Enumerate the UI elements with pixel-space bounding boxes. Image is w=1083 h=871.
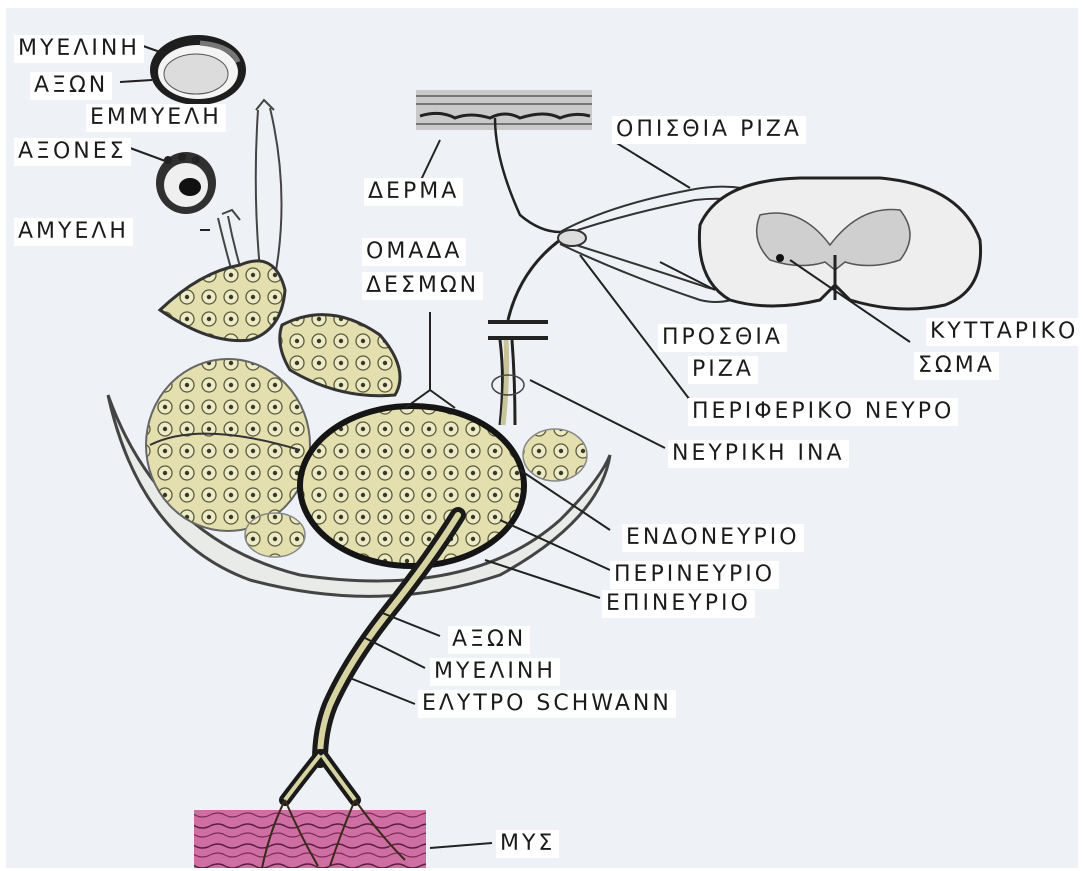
label-cell-body-1: ΚΥΤΤΑΡΙΚΟ [926,318,1082,346]
label-schwann-sheath: ΕΛΥΤΡΟ SCHWANN [418,690,676,718]
spinal-cord-section [699,178,980,309]
label-perineurium: ΠΕΡΙΝΕΥΡΙΟ [610,561,779,589]
label-myelin-fiber: ΜΥΕΛΙΝΗ [430,658,560,686]
label-anterior-root-1: ΠΡΟΣΘΙΑ [658,324,787,352]
label-skin: ΔΕΡΜΑ [364,178,463,206]
label-peripheral-nerve: ΠΕΡΙΦΕΡΙΚΟ ΝΕΥΡΟ [688,398,958,426]
label-fascicle-group-2: ΔΕΣΜΩΝ [362,272,483,300]
label-posterior-root: ΟΠΙΣΘΙΑ ΡΙΖΑ [612,116,806,144]
label-anterior-root-2: ΡΙΖΑ [688,356,758,384]
label-epineurium: ΕΠΙΝΕΥΡΙΟ [602,590,755,618]
main-fascicle [300,406,524,566]
label-axons: ΑΞΟΝΕΣ [14,138,131,166]
label-myelinated: ΕΜΜΥΕΛΗ [86,104,226,132]
label-fascicle-group-1: ΟΜΑΔΑ [362,238,466,266]
label-nerve-fiber: ΝΕΥΡΙΚΗ ΙΝΑ [668,440,849,468]
label-cell-body-2: ΣΩΜΑ [914,352,999,380]
label-unmyelinated: ΑΜΥΕΛΗ [14,218,133,246]
label-axon-top: ΑΞΩΝ [30,72,112,100]
label-muscle: ΜΥΣ [496,830,559,858]
muscle-tissue [194,810,426,868]
label-endoneurium: ΕΝΔΟΝΕΥΡΙΟ [622,524,804,552]
label-axon-fiber: ΑΞΩΝ [448,626,530,654]
myelinated-fiber-icon [150,35,246,105]
label-myelin-top: ΜΥΕΛΙΝΗ [14,35,144,63]
